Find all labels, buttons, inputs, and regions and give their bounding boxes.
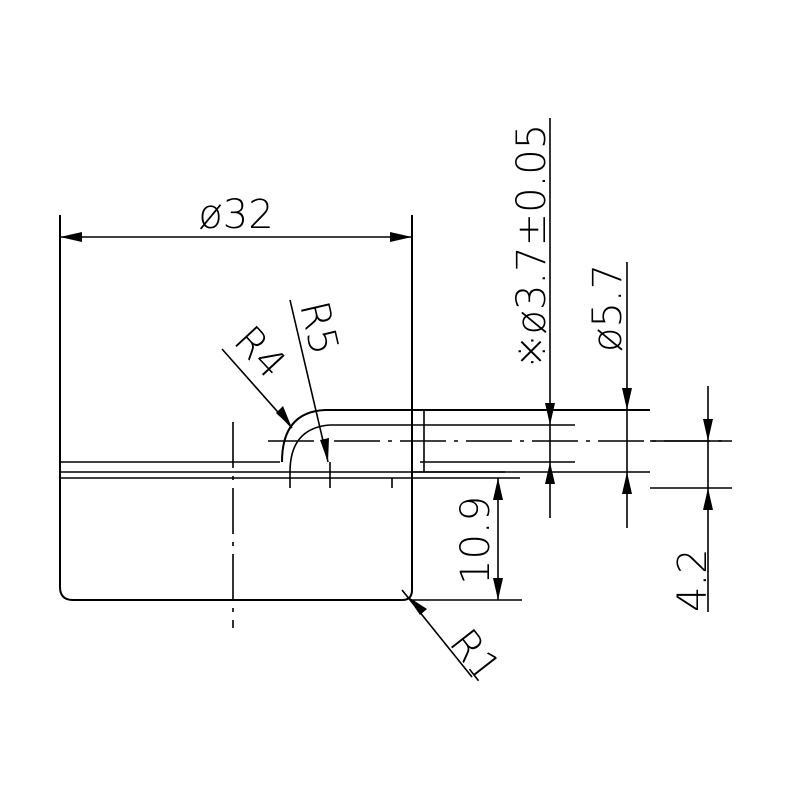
dimension-outer-radius: R4 <box>221 317 295 429</box>
dimension-label: ※ø3.7±0.05 <box>509 124 555 368</box>
dimension-label: R1 <box>440 621 509 691</box>
dimension-label: 10.9 <box>453 496 499 585</box>
pin-feature <box>281 409 650 488</box>
dimension-overall-diameter: ø32 <box>60 192 412 242</box>
part-outline <box>59 215 413 601</box>
dimension-label: R5 <box>290 297 347 359</box>
dimension-inner-radius: R5 <box>289 297 347 463</box>
dimension-height: 10.9 <box>412 478 522 601</box>
dimension-depth: 4.2 <box>650 386 732 612</box>
dimension-counterbore-diameter: ø5.7 <box>585 262 632 528</box>
dimension-label: R4 <box>225 317 295 387</box>
dimension-corner-radius: R1 <box>401 589 509 691</box>
dimension-label: 4.2 <box>670 548 716 612</box>
dimension-label: ø5.7 <box>585 264 631 352</box>
dimension-label: ø32 <box>198 192 273 238</box>
dimension-bore-diameter: ※ø3.7±0.05 <box>509 118 555 518</box>
